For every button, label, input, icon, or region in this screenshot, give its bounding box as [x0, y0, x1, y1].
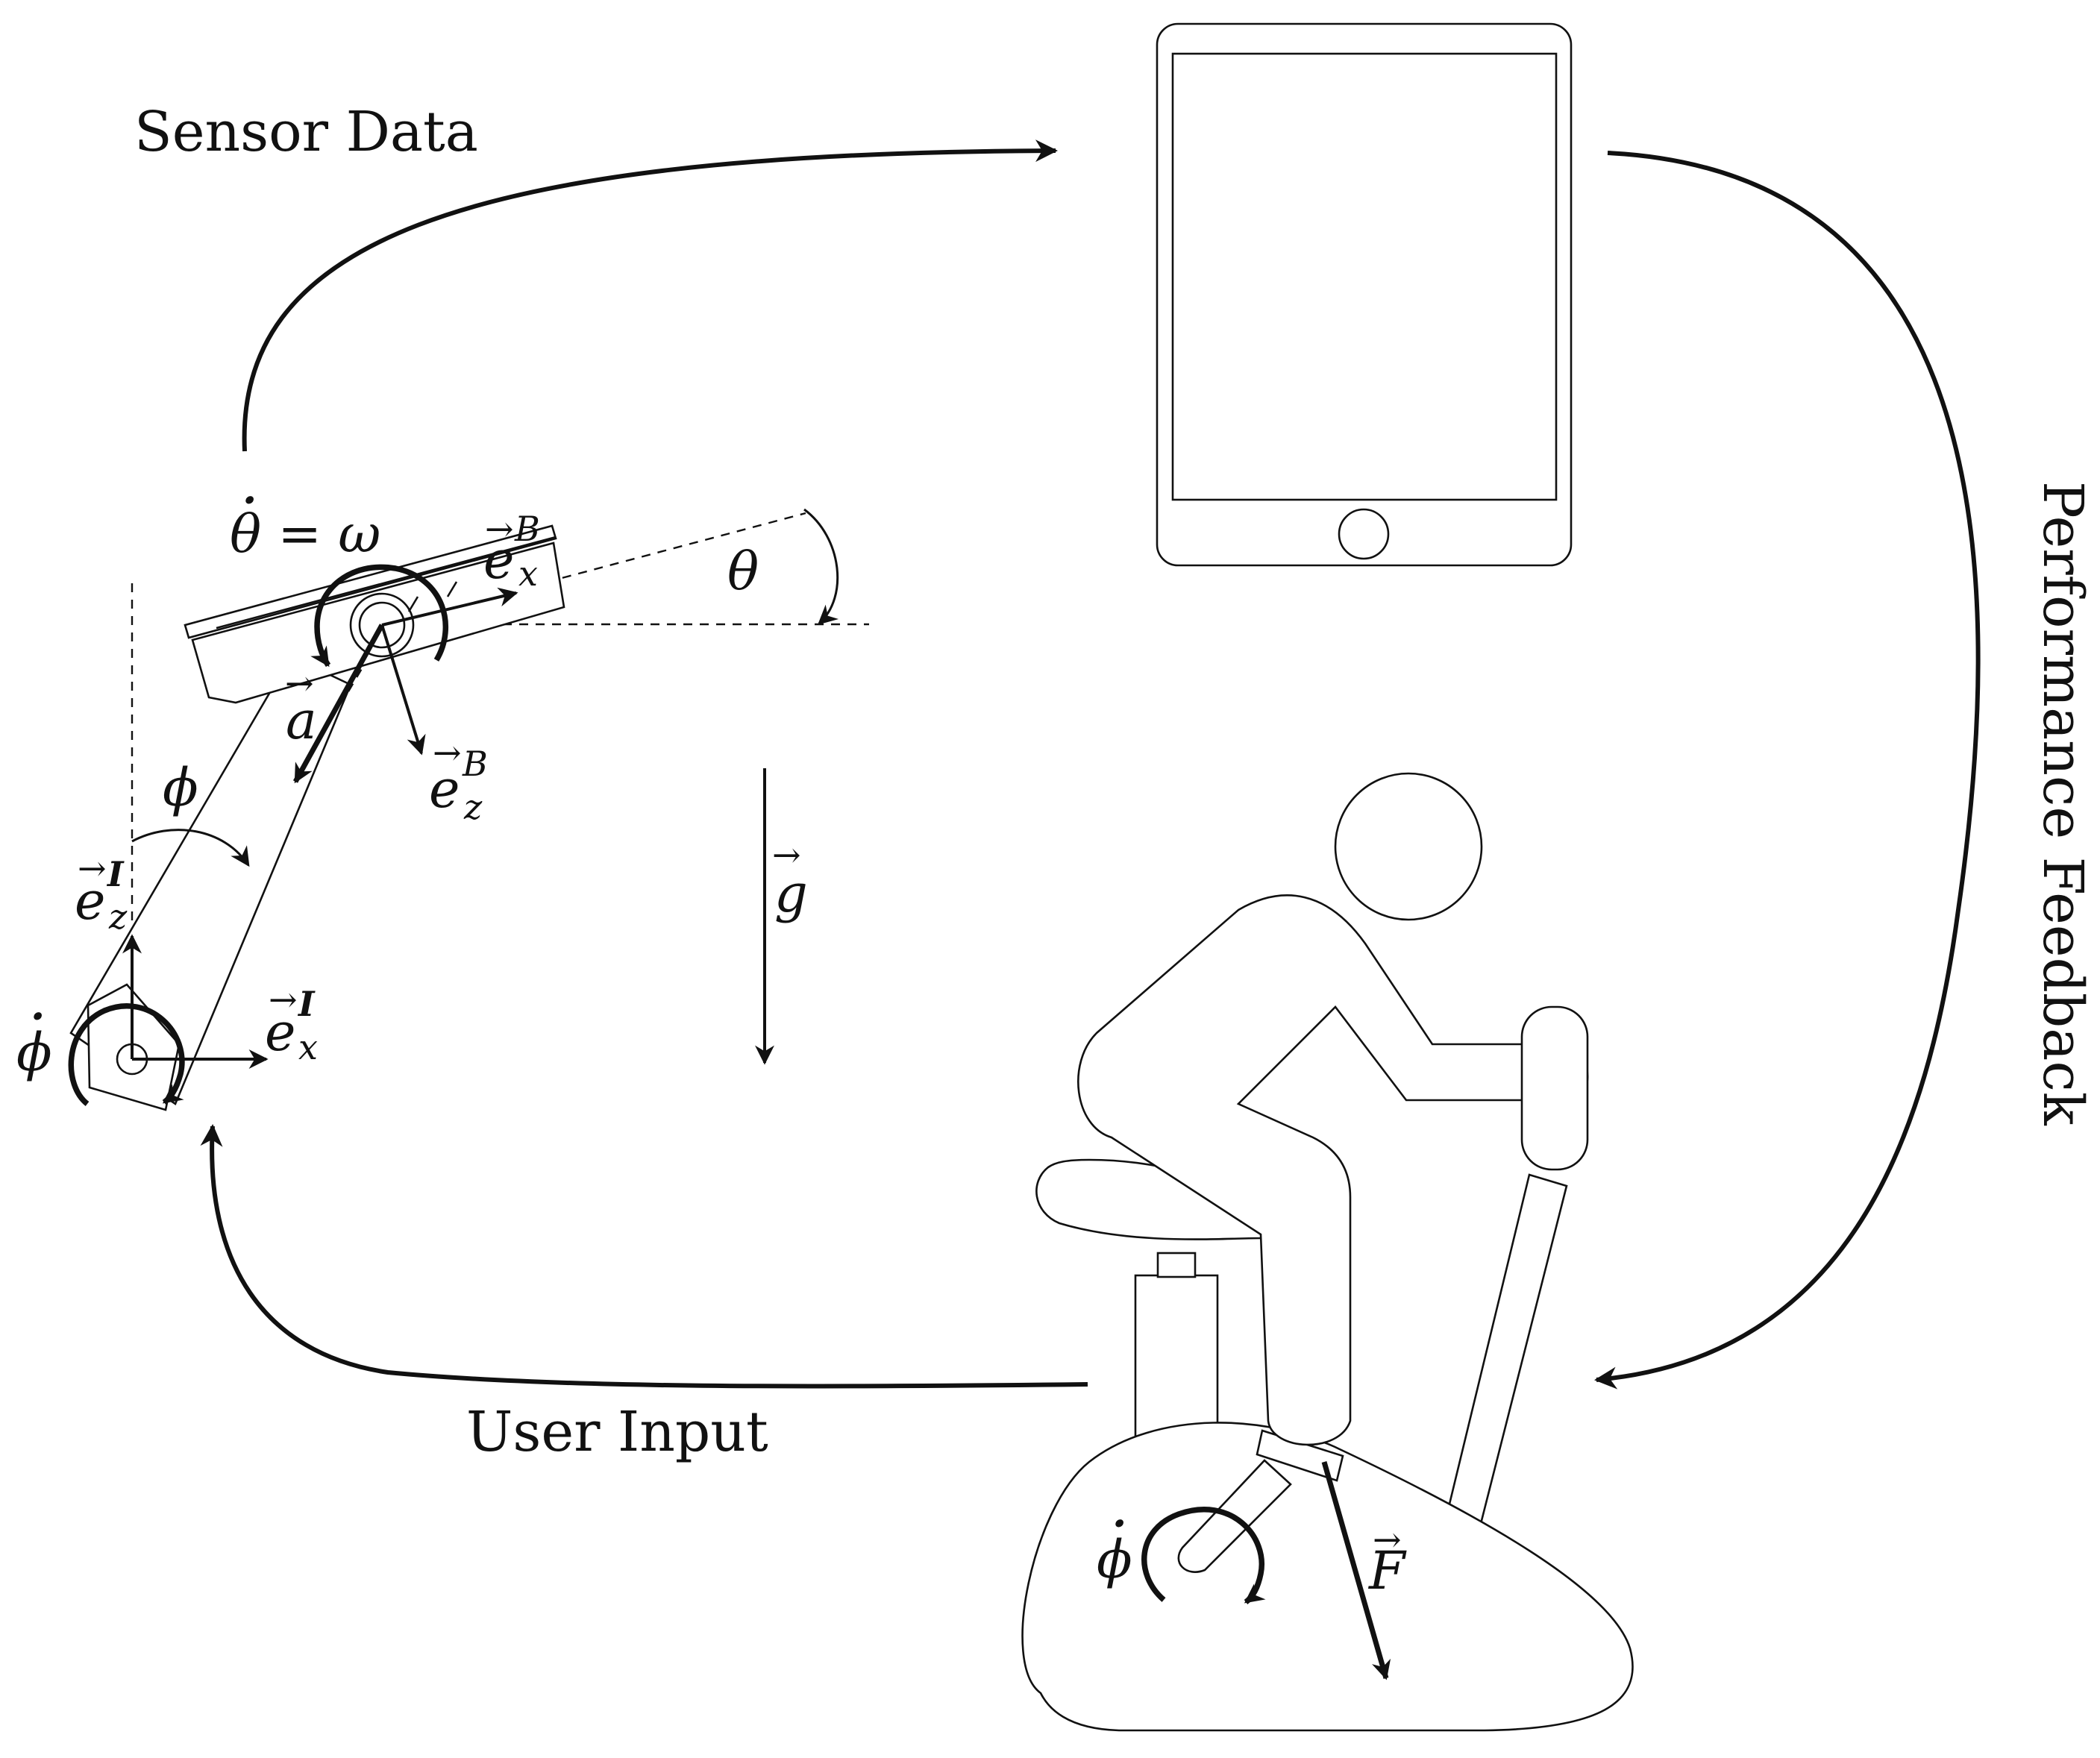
- svg-text:x: x: [298, 1027, 318, 1067]
- theta-angle-arc: [803, 508, 839, 625]
- svg-text:→: →: [1373, 1519, 1402, 1560]
- crank-mechanism: [68, 508, 869, 1111]
- svg-text:a: a: [286, 690, 317, 751]
- omega-rotation-arrow: [310, 564, 449, 668]
- rider-body: [1077, 894, 1589, 1446]
- tablet-device: [1156, 22, 1573, 567]
- svg-text:ϕ: ϕ: [1097, 1529, 1132, 1590]
- smartphone-device: [184, 524, 565, 704]
- svg-text:→: →: [269, 979, 298, 1020]
- a-vector-label: → a: [285, 663, 317, 751]
- svg-text:B: B: [514, 509, 540, 549]
- svg-text:·: ·: [1110, 1489, 1129, 1558]
- svg-text:e: e: [75, 870, 105, 932]
- ez-body-label: → e z B: [429, 732, 488, 827]
- seat-post: [1134, 1274, 1219, 1441]
- svg-text:I: I: [106, 854, 125, 894]
- svg-text:θ = ω: θ = ω: [230, 503, 380, 565]
- performance-feedback-arrow: [1594, 151, 1981, 1390]
- svg-text:→: →: [433, 732, 462, 773]
- phi-label: ϕ: [163, 757, 198, 818]
- svg-text:→: →: [78, 848, 107, 888]
- ex-body-vector-arrow: [381, 587, 518, 627]
- svg-text:·: ·: [28, 982, 47, 1051]
- bike-base: [1021, 1422, 1634, 1732]
- phi-dot-bike-label: · ϕ: [1097, 1489, 1132, 1590]
- tablet-home-button: [1338, 508, 1390, 560]
- sensor-data-arrow: [242, 139, 1058, 452]
- seat-clamp: [1156, 1252, 1197, 1278]
- exercise-bike-with-rider: [1021, 772, 1634, 1732]
- svg-text:e: e: [483, 530, 514, 591]
- svg-text:B: B: [462, 744, 488, 784]
- theta-label: θ: [727, 541, 759, 602]
- svg-text:·: ·: [240, 465, 259, 535]
- g-vector-label: → g: [772, 835, 808, 924]
- performance-feedback-label: Performance Feedback: [2031, 481, 2095, 1126]
- svg-text:ϕ: ϕ: [16, 1022, 52, 1083]
- ez-body-vector-arrow: [380, 624, 426, 756]
- ex-inertial-label: → e x I: [265, 979, 318, 1067]
- a-vector-arrow: [292, 624, 385, 784]
- phi-dot-left-label: · ϕ: [16, 982, 52, 1083]
- svg-text:F: F: [1367, 1540, 1407, 1601]
- svg-text:I: I: [297, 984, 316, 1024]
- ez-inertial-label: → e z I: [75, 848, 128, 937]
- tablet-screen: [1171, 52, 1558, 501]
- sensor-data-label: Sensor Data: [134, 100, 478, 164]
- handlebar-post: [1438, 1173, 1568, 1554]
- svg-text:z: z: [463, 787, 483, 827]
- svg-text:e: e: [265, 1002, 295, 1063]
- svg-text:e: e: [429, 759, 460, 820]
- phi-dot-rotation-arrow: [68, 1003, 185, 1106]
- svg-text:z: z: [108, 897, 128, 937]
- svg-text:g: g: [774, 863, 808, 924]
- phi-angle-arc: [131, 829, 250, 867]
- bike-phi-rotation-arrow: [1141, 1507, 1266, 1604]
- user-input-arrow: [200, 1124, 1088, 1389]
- user-input-label: User Input: [466, 1400, 768, 1464]
- rider-head: [1334, 772, 1483, 921]
- svg-text:→: →: [485, 509, 514, 549]
- f-vector-arrow: [1321, 1461, 1391, 1680]
- bike-pedal: [1256, 1429, 1344, 1482]
- svg-text:→: →: [772, 835, 801, 875]
- svg-text:→: →: [285, 663, 314, 703]
- handlebar-grip: [1520, 1005, 1589, 1171]
- svg-text:x: x: [518, 553, 538, 594]
- f-vector-label: → F: [1367, 1519, 1407, 1601]
- crank-arm: [69, 655, 352, 1111]
- ex-body-label: → e x B: [483, 509, 540, 594]
- theta-dot-equals-omega-label: · θ = ω: [230, 465, 380, 565]
